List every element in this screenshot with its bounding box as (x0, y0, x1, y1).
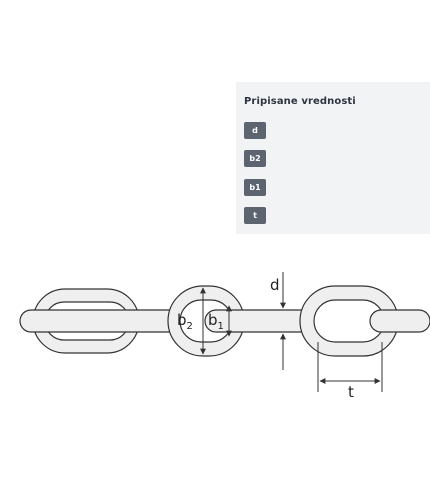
chain-link-horizontal-3 (369, 309, 430, 333)
label-t: t (348, 383, 354, 401)
badge-d[interactable]: d (244, 122, 266, 139)
panel-title: Pripisane vrednosti (244, 96, 356, 107)
label-b2: b2 (177, 311, 193, 332)
chain-link-horizontal-1 (19, 309, 191, 333)
label-d: d (270, 276, 280, 294)
assigned-values-panel: Pripisane vrednosti d b2 b1 t (236, 82, 430, 234)
label-b1: b1 (208, 311, 224, 332)
badge-b1[interactable]: b1 (244, 179, 266, 196)
badge-b2[interactable]: b2 (244, 150, 266, 167)
badge-t[interactable]: t (244, 207, 266, 224)
